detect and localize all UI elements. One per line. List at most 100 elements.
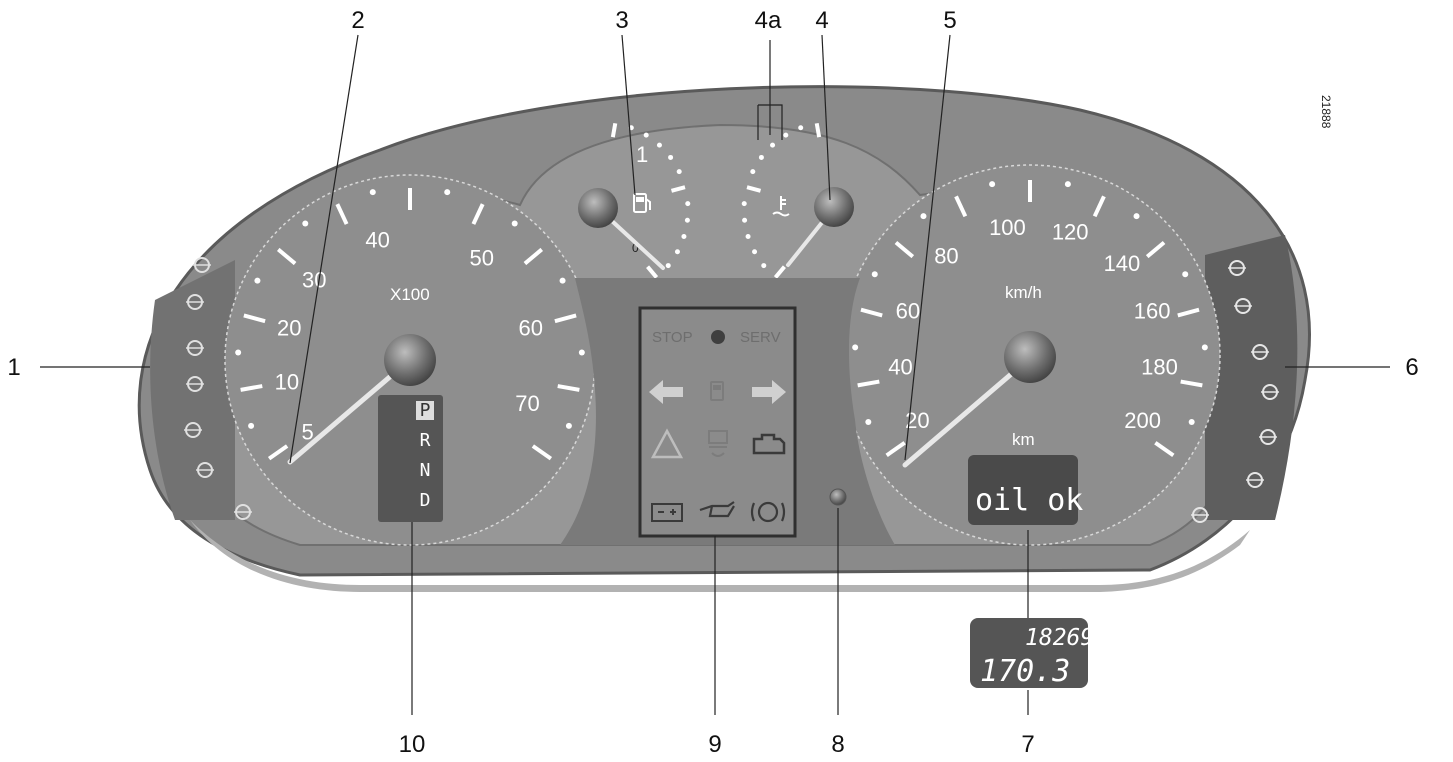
tachometer-label: 10 bbox=[275, 370, 299, 395]
tach-tick-minor bbox=[369, 189, 376, 196]
speed-tick-minor bbox=[1064, 181, 1071, 188]
tach-tick-major bbox=[243, 313, 266, 324]
fuel-tick-minor bbox=[643, 132, 649, 138]
tach-tick-major bbox=[276, 247, 297, 266]
tach-tick-major bbox=[335, 203, 349, 225]
tachometer-label: 50 bbox=[469, 246, 493, 271]
speed-tick-minor bbox=[920, 213, 927, 220]
cluster-lower-lip bbox=[190, 520, 1250, 592]
warning-icons bbox=[649, 380, 786, 523]
seatbelt-icon bbox=[193, 257, 211, 273]
stop-label: STOP bbox=[652, 329, 693, 346]
callout-leaders bbox=[40, 34, 1390, 715]
tach-tick-minor bbox=[559, 277, 566, 284]
tach-tick-minor bbox=[248, 422, 255, 429]
tachometer-hub bbox=[384, 334, 436, 386]
gear-position: D bbox=[420, 490, 431, 511]
speed-tick-major bbox=[1154, 441, 1175, 458]
speed-tick-minor bbox=[1188, 418, 1195, 425]
temp-tick-minor bbox=[783, 132, 789, 138]
fuel-pump-icon bbox=[633, 193, 651, 213]
temp-tick-minor bbox=[770, 142, 776, 148]
tach-tick-minor bbox=[444, 189, 451, 196]
callout-9: 9 bbox=[708, 731, 721, 758]
tachometer-label: 40 bbox=[365, 227, 389, 252]
fuel-tick-minor bbox=[684, 217, 690, 223]
turn-right-icon bbox=[752, 380, 786, 404]
fuel-reserve-icon bbox=[710, 381, 724, 401]
leader-bracket-4a bbox=[757, 104, 783, 140]
callout-7: 7 bbox=[1021, 731, 1034, 758]
speed-tick-minor bbox=[865, 418, 872, 425]
tachometer-label: 70 bbox=[515, 391, 539, 416]
callout-5: 5 bbox=[943, 7, 956, 34]
tyre-pressure-icon bbox=[1259, 429, 1277, 445]
temp-tick-minor bbox=[742, 217, 748, 223]
speed-tick-minor bbox=[1201, 344, 1208, 351]
tach-tick-major bbox=[557, 384, 580, 392]
speedometer-label: 60 bbox=[896, 299, 920, 324]
temp-tick-minor bbox=[741, 201, 747, 207]
gear-active-highlight bbox=[416, 401, 434, 420]
rear-fog-icon bbox=[186, 376, 204, 392]
door-open-icon bbox=[1261, 384, 1279, 400]
leader-line-2 bbox=[289, 34, 359, 464]
speed-tick-major bbox=[885, 441, 906, 458]
leader-line-4 bbox=[821, 34, 831, 201]
tach-tick-minor bbox=[235, 349, 242, 356]
callout-3: 3 bbox=[615, 7, 628, 34]
seat-heat-icon bbox=[708, 430, 728, 457]
right-tell-tale-strip bbox=[1205, 235, 1298, 520]
lpg-icon bbox=[1191, 507, 1209, 523]
trip-line-1: 18269 bbox=[1025, 625, 1094, 651]
tach-tick-minor bbox=[565, 422, 572, 429]
temp-gauge-ticks bbox=[741, 122, 822, 279]
speed-tick-major bbox=[1145, 240, 1166, 259]
airbag-icon bbox=[1228, 260, 1246, 276]
trip-line-2: 170.3 bbox=[980, 654, 1070, 689]
temp-tick-minor bbox=[758, 154, 764, 160]
tachometer-label: 20 bbox=[277, 316, 301, 341]
odometer-display bbox=[968, 455, 1078, 525]
gear-position: N bbox=[420, 460, 431, 481]
gear-selector-panel bbox=[378, 395, 443, 522]
speedometer-label: 160 bbox=[1134, 299, 1171, 324]
speed-tick-major bbox=[857, 379, 880, 388]
stop-lamp bbox=[711, 330, 725, 344]
speed-tick-major bbox=[1177, 307, 1200, 318]
speed-tick-minor bbox=[871, 271, 878, 278]
reference-code: 21888 bbox=[1319, 95, 1333, 129]
speed-tick-minor bbox=[1133, 213, 1140, 220]
leader-line-3 bbox=[621, 34, 636, 196]
tach-tick-major bbox=[523, 247, 544, 266]
trip-display bbox=[970, 618, 1088, 688]
fuel-full-label: 1 bbox=[636, 142, 648, 167]
speed-tick-minor bbox=[989, 181, 996, 188]
speed-tick-major bbox=[894, 240, 915, 259]
temp-hub bbox=[814, 187, 854, 227]
speedometer-label: 180 bbox=[1141, 354, 1178, 379]
callout-2: 2 bbox=[351, 7, 364, 34]
tachometer-label: 30 bbox=[302, 268, 326, 293]
odometer-text: oil ok bbox=[975, 483, 1083, 518]
temp-tick-minor bbox=[798, 125, 804, 131]
speedometer-ticks bbox=[852, 180, 1208, 458]
temp-tick-minor bbox=[745, 233, 751, 239]
tach-tick-major bbox=[554, 313, 577, 324]
fuel-tick-major bbox=[610, 122, 618, 138]
right-tell-tale-icons bbox=[1191, 260, 1279, 523]
turn-left-icon bbox=[649, 380, 683, 404]
tachometer-label: 60 bbox=[518, 316, 542, 341]
brake-icon bbox=[750, 501, 786, 523]
speedometer-label: 100 bbox=[989, 215, 1026, 240]
fuel-tick-minor bbox=[674, 249, 680, 255]
temp-tick-minor bbox=[750, 169, 756, 175]
callout-8: 8 bbox=[831, 731, 844, 758]
speedometer-needle bbox=[902, 355, 1033, 468]
reset-button[interactable] bbox=[829, 488, 847, 506]
battery-icon bbox=[651, 503, 683, 522]
callout-10: 10 bbox=[399, 731, 426, 758]
